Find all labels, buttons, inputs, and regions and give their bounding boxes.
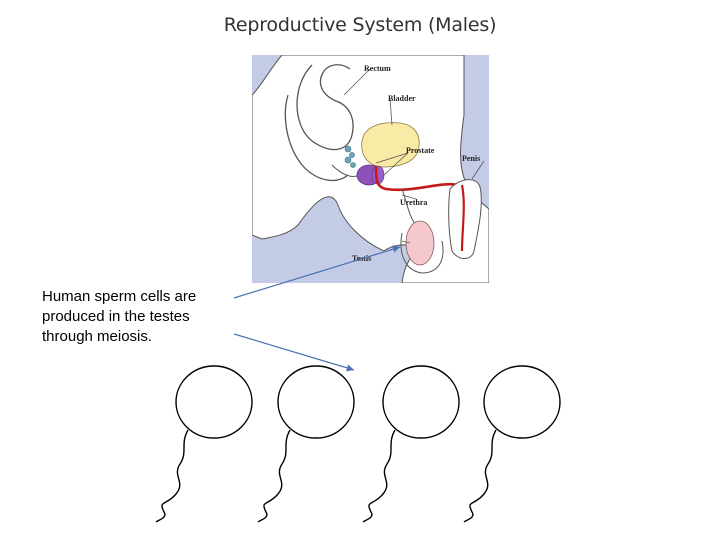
label-urethra: Urethra xyxy=(400,198,427,207)
sperm-cell-1 xyxy=(155,365,253,523)
arrow-to-sperm xyxy=(233,333,355,372)
colon-fold xyxy=(284,94,349,182)
testis xyxy=(405,220,435,266)
label-bladder: Bladder xyxy=(388,94,416,103)
label-leaders xyxy=(343,68,485,244)
rectum xyxy=(296,64,354,151)
sperm-cell-4 xyxy=(463,365,561,523)
sperm-cell-3 xyxy=(362,365,460,523)
arrow-to-testis xyxy=(233,245,401,299)
scrotum xyxy=(400,232,444,274)
male-reproductive-diagram: Rectum Bladder Prostate Penis Urethra Te… xyxy=(252,55,489,283)
penis xyxy=(448,179,482,259)
sperm-cell-2 xyxy=(257,365,355,523)
seminal-dots xyxy=(344,145,356,168)
label-penis: Penis xyxy=(462,154,480,163)
slide-title: Reproductive System (Males) xyxy=(223,14,497,36)
label-rectum: Rectum xyxy=(364,64,391,73)
label-prostate: Prostate xyxy=(406,146,435,155)
penis-urethra xyxy=(460,184,465,252)
caption: Human sperm cells are produced in the te… xyxy=(42,288,197,345)
